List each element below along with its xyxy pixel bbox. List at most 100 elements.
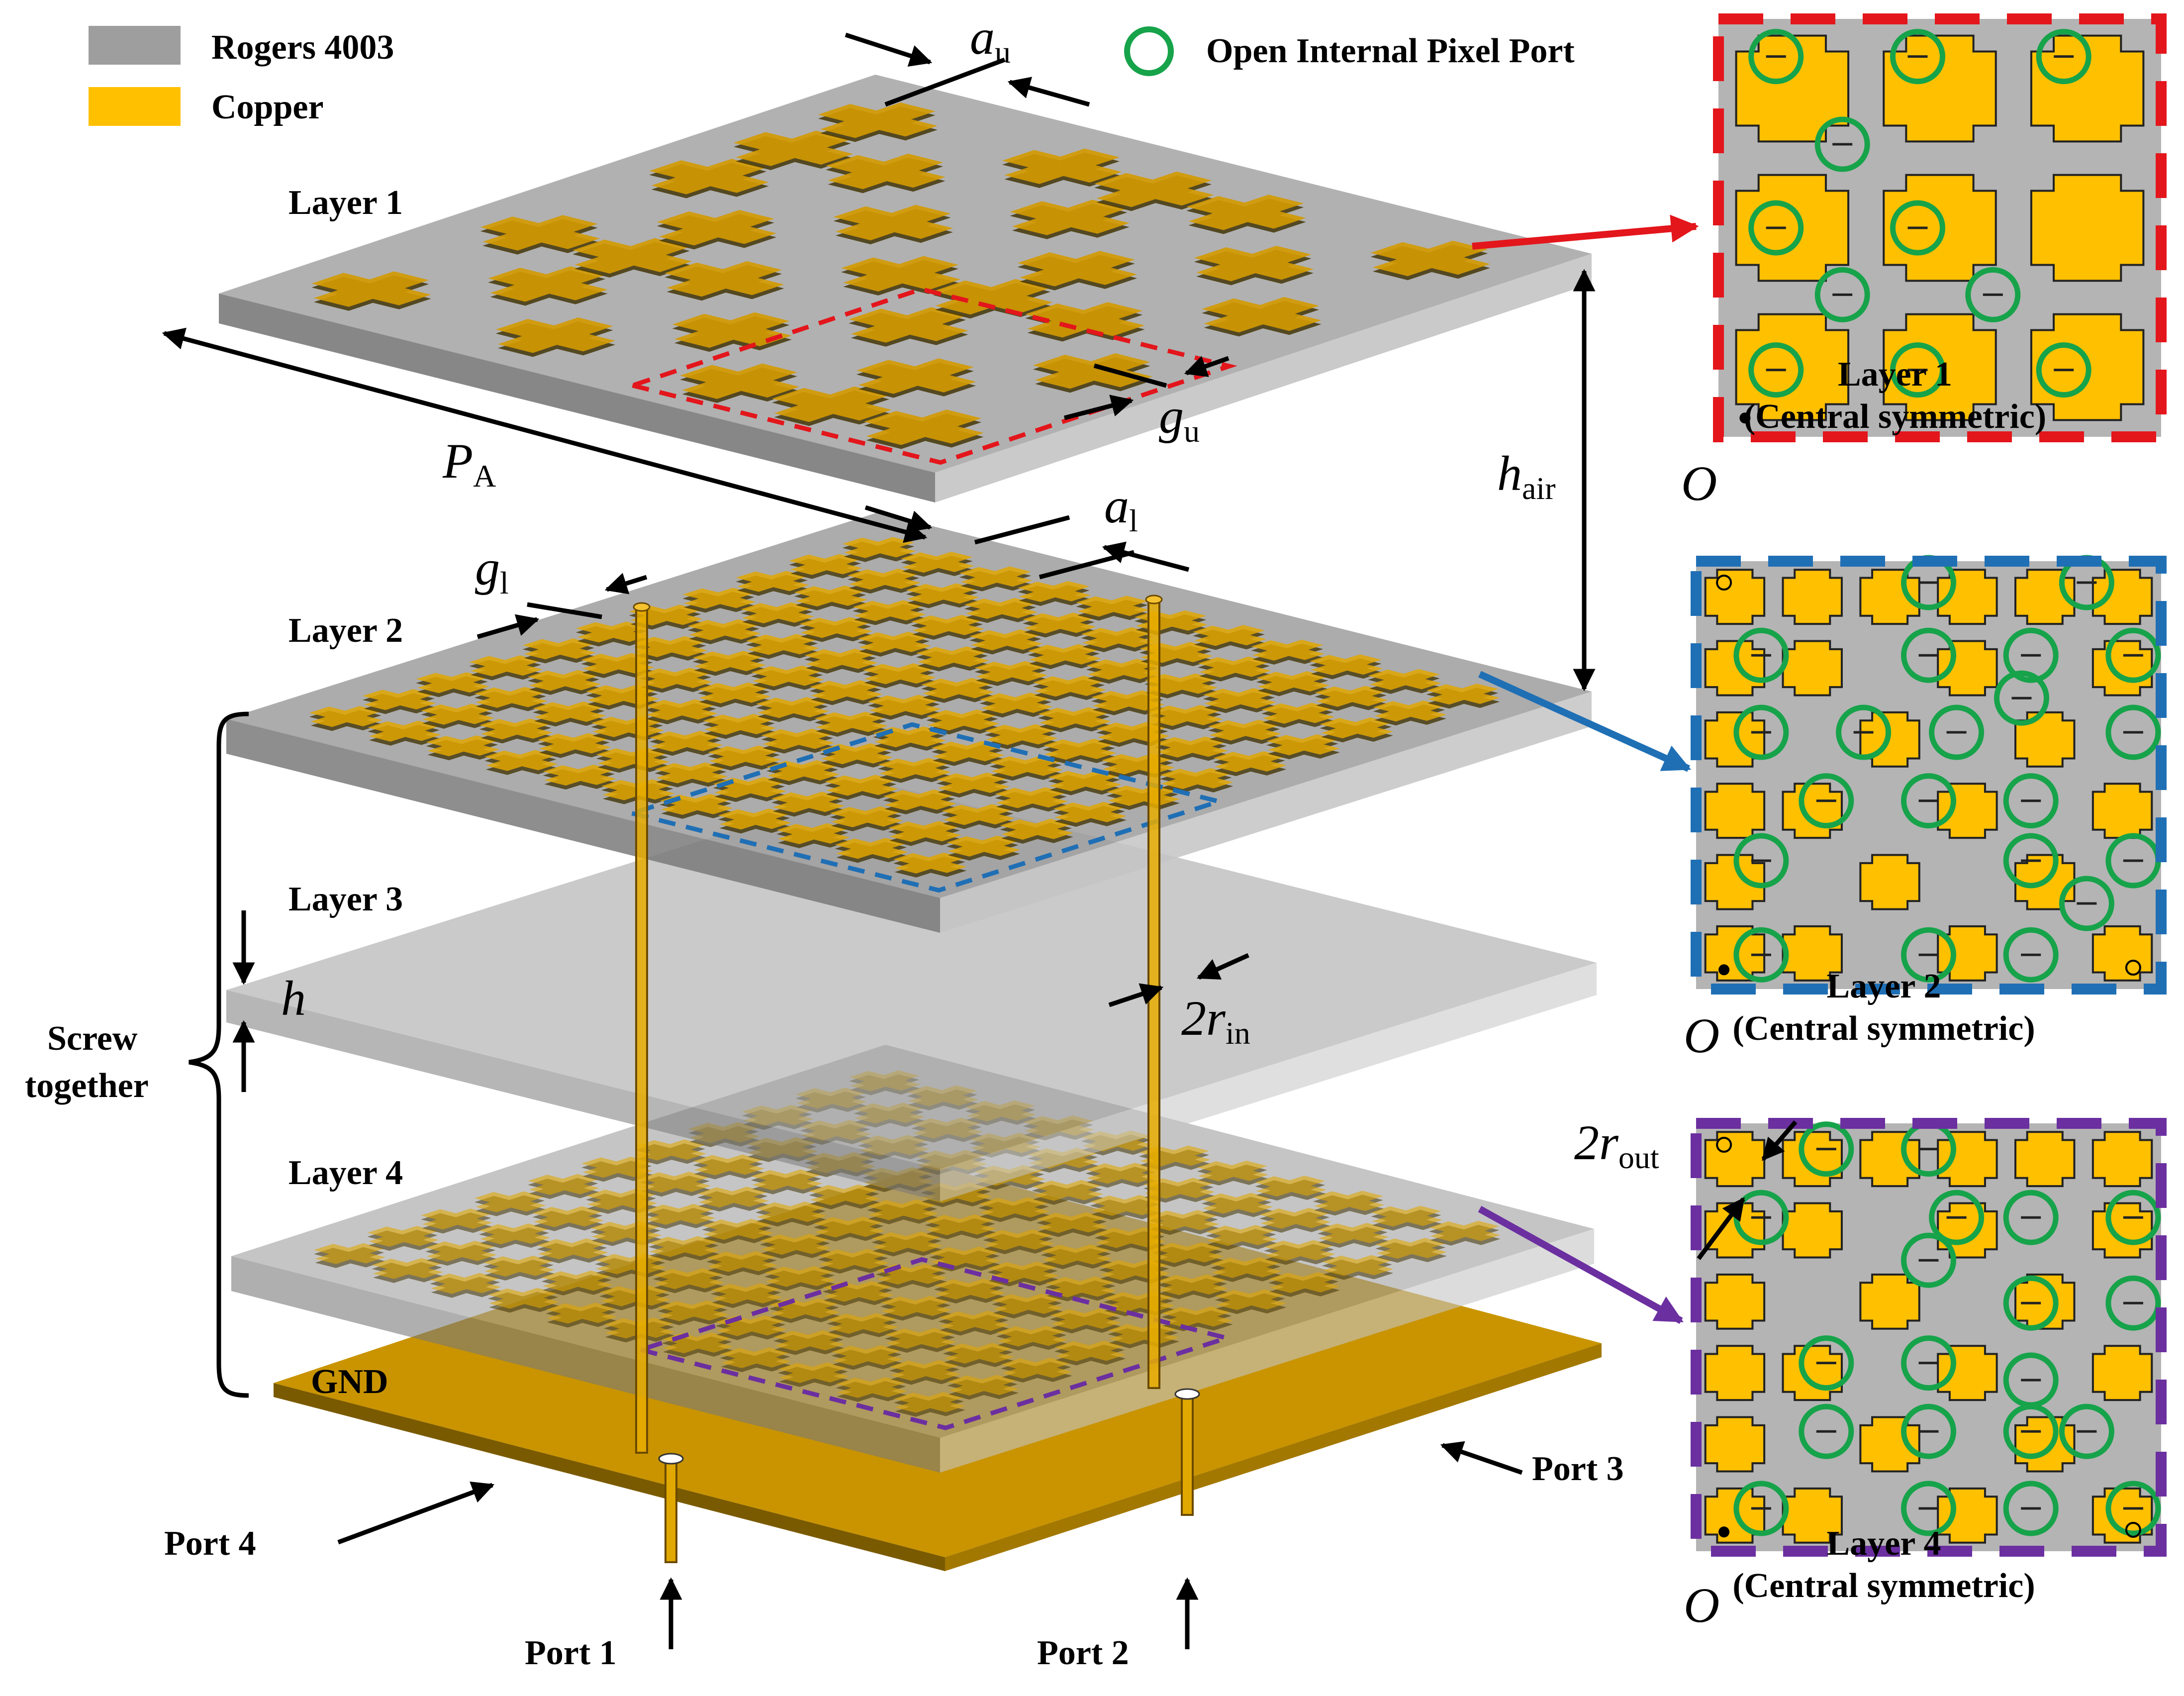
dimension-labels: au gu PA hair al gl h 2rin 2rout bbox=[281, 9, 1659, 1175]
pixel-port-ring-icon bbox=[2003, 833, 2059, 889]
pixel-port-ring-icon bbox=[1814, 267, 1870, 322]
pixel-port-ring-icon bbox=[2036, 29, 2091, 85]
legend-port-label: Open Internal Pixel Port bbox=[1206, 32, 1575, 70]
dim-2r-in: 2rin bbox=[1181, 991, 1250, 1051]
layer-4-board bbox=[231, 1045, 1594, 1473]
screw-label-line2: together bbox=[25, 1067, 149, 1105]
legend: Rogers 4003 Copper Open Internal Pixel P… bbox=[89, 26, 1575, 126]
pixel-port-ring-icon bbox=[1890, 342, 1945, 398]
pixel-port-ring-icon bbox=[1836, 704, 1892, 760]
pixel-port-ring-icon bbox=[2003, 1190, 2059, 1245]
port-2-label: Port 2 bbox=[1037, 1634, 1129, 1672]
inset-connectors bbox=[1472, 214, 1699, 1324]
layer-insets: Layer 1 (Central symmetric) O Layer 2 (Centr… bbox=[1681, 13, 2167, 1633]
pixel-port-ring-icon bbox=[1733, 1481, 1789, 1536]
dim-p-a: PA bbox=[442, 433, 496, 494]
pixel-port-ring-icon bbox=[1733, 927, 1789, 983]
pixel-port-ring-icon bbox=[1929, 1190, 1985, 1245]
layer-1-board bbox=[219, 75, 1592, 502]
port-labels: Port 1 Port 2 Port 3 Port 4 bbox=[164, 1450, 1624, 1672]
pixel-port-ring-icon bbox=[1901, 1232, 1956, 1288]
pixel-port-ring-icon bbox=[1733, 833, 1789, 889]
inset-origin-label: O bbox=[1684, 1578, 1719, 1633]
inset-origin-label: O bbox=[1681, 456, 1717, 511]
pixel-port-ring-icon bbox=[1748, 200, 1804, 256]
pixel-port-ring-icon bbox=[2003, 927, 2059, 983]
pixel-port-ring-icon bbox=[1901, 773, 1956, 829]
dim-a-l: al bbox=[1104, 478, 1138, 538]
dim-g-u: gu bbox=[1159, 389, 1200, 449]
inset-subtitle: (Central symmetric) bbox=[1732, 1567, 2035, 1605]
pixel-port-ring-icon bbox=[2003, 1403, 2059, 1459]
port-3-label: Port 3 bbox=[1532, 1450, 1624, 1488]
pixel-port-ring-icon bbox=[2105, 1481, 2161, 1536]
pixel-port-ring-icon bbox=[1890, 29, 1945, 85]
pixel-port-ring-icon bbox=[2003, 773, 2059, 829]
pixel-port-ring-icon bbox=[1901, 627, 1956, 683]
inset-title: Layer 4 bbox=[1826, 1524, 1941, 1563]
inset-title: Layer 2 bbox=[1826, 967, 1941, 1005]
inset-title: Layer 1 bbox=[1838, 355, 1952, 394]
inset-layer-2: Layer 2 (Central symmetric) O bbox=[1684, 555, 2167, 1063]
screw-together-brace: Screw together bbox=[25, 711, 249, 1398]
inset-origin-label: O bbox=[1684, 1008, 1719, 1063]
legend-substrate-swatch bbox=[89, 26, 181, 65]
layer-labels: Layer 1 Layer 2 Layer 3 Layer 4 GND bbox=[288, 184, 403, 1401]
layer-2-board bbox=[226, 512, 1592, 933]
pixel-port-ring-icon bbox=[1901, 1481, 1956, 1536]
inset-subtitle: (Central symmetric) bbox=[1744, 398, 2046, 436]
gnd-label: GND bbox=[311, 1363, 388, 1401]
layer-4-label: Layer 4 bbox=[288, 1154, 403, 1192]
dim-a-u: au bbox=[970, 9, 1011, 70]
pixel-port-ring-icon bbox=[1748, 342, 1804, 398]
pixel-port-ring-icon bbox=[1733, 704, 1789, 760]
pixel-port-ring-icon bbox=[2003, 1275, 2059, 1331]
port-1-label: Port 1 bbox=[525, 1634, 617, 1672]
dim-2r-out: 2rout bbox=[1574, 1115, 1659, 1175]
screw-label-line1: Screw bbox=[47, 1019, 138, 1058]
pixel-port-ring-icon bbox=[1748, 29, 1804, 85]
pixel-port-ring-icon bbox=[2105, 1275, 2161, 1331]
layer-3-board bbox=[226, 784, 1597, 1201]
layer-3-label: Layer 3 bbox=[288, 880, 403, 918]
pixel-port-ring-icon bbox=[1799, 773, 1854, 829]
legend-substrate-label: Rogers 4003 bbox=[211, 28, 394, 67]
pixel-port-ring-icon bbox=[1965, 267, 2021, 322]
pixel-port-ring-icon bbox=[2105, 627, 2161, 683]
pixel-port-ring-icon bbox=[1994, 670, 2049, 726]
dim-g-l: gl bbox=[475, 540, 509, 600]
layer-2-label: Layer 2 bbox=[288, 611, 403, 650]
pixel-port-ring-icon bbox=[1799, 1403, 1854, 1459]
inset-layer-4: Layer 4 (Central symmetric) O bbox=[1684, 1118, 2167, 1633]
pixel-port-ring-icon bbox=[1733, 627, 1789, 683]
pixel-port-ring-icon bbox=[2105, 704, 2161, 760]
pixel-port-ring-icon bbox=[1799, 1335, 1854, 1391]
dimension-annotations bbox=[162, 32, 1596, 1649]
inset-subtitle: (Central symmetric) bbox=[1732, 1009, 2035, 1048]
pixel-port-ring-icon bbox=[1901, 1403, 1956, 1459]
pixel-port-ring-icon bbox=[2105, 1190, 2161, 1245]
pixel-port-ring-icon bbox=[2059, 1403, 2114, 1459]
port-4-label: Port 4 bbox=[164, 1524, 256, 1563]
inset-layer-1: Layer 1 (Central symmetric) O bbox=[1681, 13, 2167, 511]
dim-h-air: hair bbox=[1497, 446, 1556, 506]
pixel-port-ring-icon bbox=[2003, 1481, 2059, 1536]
pixel-port-ring-icon bbox=[1890, 200, 1945, 256]
layer-1-label: Layer 1 bbox=[288, 184, 403, 222]
legend-copper-swatch bbox=[89, 87, 181, 126]
legend-port-ring-icon bbox=[1124, 26, 1174, 76]
pixel-port-ring-icon bbox=[1799, 1121, 1854, 1177]
pixel-port-ring-icon bbox=[2036, 342, 2091, 398]
dim-h: h bbox=[281, 971, 306, 1026]
pixel-port-ring-icon bbox=[2003, 627, 2059, 683]
pixel-port-ring-icon bbox=[1901, 1335, 1956, 1391]
pixel-port-ring-icon bbox=[1901, 927, 1956, 983]
pixel-port-ring-icon bbox=[2059, 876, 2114, 931]
layer-stack bbox=[219, 75, 1602, 1571]
legend-copper-label: Copper bbox=[211, 88, 324, 126]
port-feed-pins bbox=[658, 1388, 1200, 1563]
pixel-port-ring-icon bbox=[1814, 116, 1870, 172]
pixel-port-ring-icon bbox=[1929, 704, 1985, 760]
